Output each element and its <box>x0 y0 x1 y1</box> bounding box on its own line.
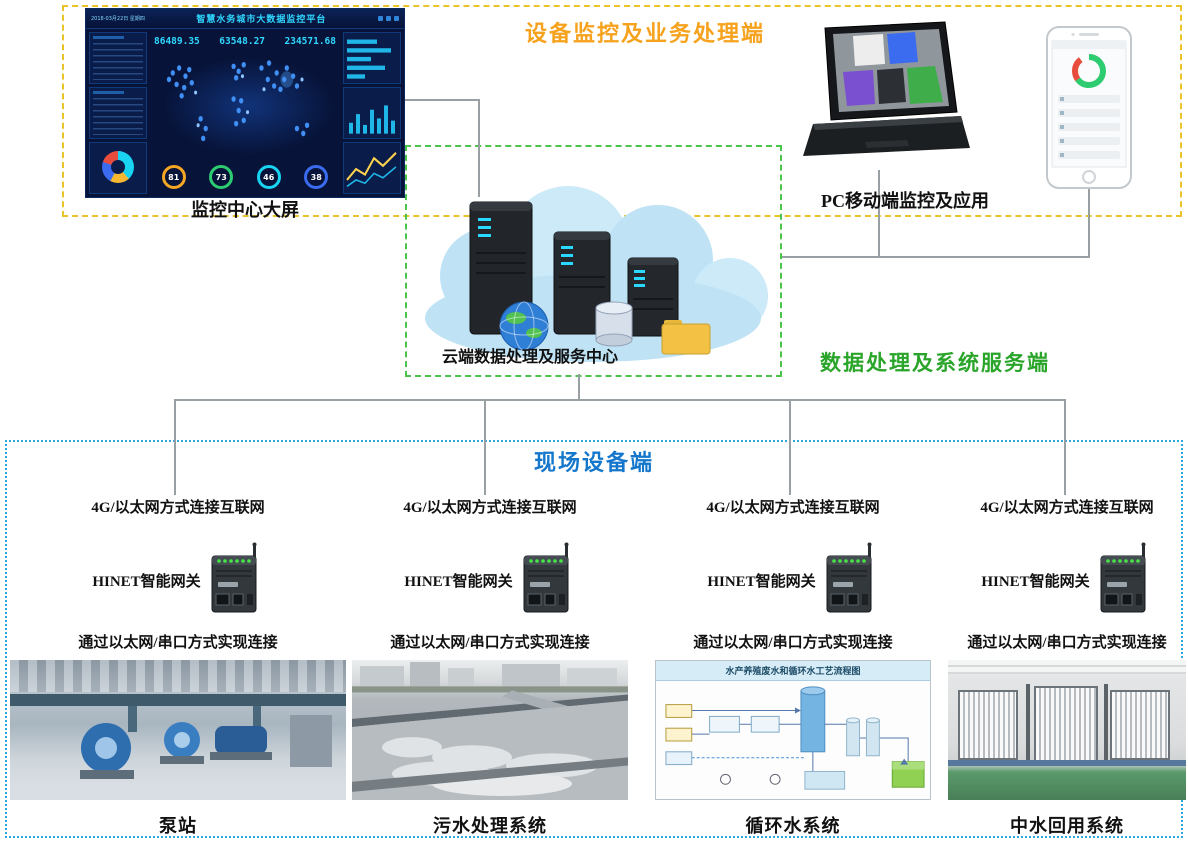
field-column-reuse: 4G/以太网方式连接互联网 HINET智能网关 通过以太网/串口方式实现连接 <box>948 492 1186 838</box>
downlink-connection-label: 通过以太网/串口方式实现连接 <box>78 635 278 651</box>
field-column-sewage: 4G/以太网方式连接互联网 HINET智能网关 通过以太网/串口方式实现连接 <box>352 492 628 838</box>
cloud-server-cluster <box>408 156 778 368</box>
gauge-circle: 38 <box>304 165 329 189</box>
process-diagram-canvas <box>656 681 930 799</box>
dashboard-title: 智慧水务城市大数据监控平台 <box>196 15 327 25</box>
monitoring-zone-title: 设备监控及业务处理端 <box>524 21 765 46</box>
dashboard-right-panels <box>343 32 401 194</box>
gauge-value: 73 <box>215 172 227 182</box>
kpi-value: 86489.35 <box>154 35 200 47</box>
membrane-rack <box>1034 686 1098 764</box>
downlink-connection-label: 通过以太网/串口方式实现连接 <box>693 635 893 651</box>
downlink-connection-label: 通过以太网/串口方式实现连接 <box>390 635 590 651</box>
membrane-rack <box>1110 690 1170 760</box>
line-chart-panel <box>343 142 401 194</box>
dashboard-left-panels <box>89 32 147 194</box>
connector-line <box>1064 399 1066 495</box>
gauge-circle: 46 <box>256 165 281 189</box>
cloud-zone-side-title: 数据处理及系统服务端 <box>820 351 1050 375</box>
gateway-row: HINET智能网关 <box>981 542 1152 619</box>
pump-station-photo <box>10 660 346 800</box>
monitoring-zone-border <box>62 5 1182 217</box>
uplink-connection-label: 4G/以太网方式连接互联网 <box>403 500 577 516</box>
donut-chart <box>102 151 134 183</box>
gauge-circle: 81 <box>161 165 186 189</box>
connector-bus <box>174 399 1066 401</box>
dashboard-center: 86489.35 63548.27 234571.68 <box>150 32 340 194</box>
gateway-row: HINET智能网关 <box>92 542 263 619</box>
gateway-label: HINET智能网关 <box>981 574 1090 590</box>
gauge-value: 38 <box>310 172 322 182</box>
system-name: 中水回用系统 <box>1010 816 1124 836</box>
dashboard-header-icons <box>377 16 399 21</box>
stats-panel <box>89 87 147 139</box>
gauge-circle: 73 <box>209 165 234 189</box>
connector-line <box>478 99 480 197</box>
field-zone-title: 现场设备端 <box>533 450 654 475</box>
field-zone-border <box>5 440 1183 838</box>
connector-line <box>405 99 480 101</box>
donut-chart-panel <box>89 142 147 194</box>
vbar-chart-panel <box>343 87 401 139</box>
uplink-connection-label: 4G/以太网方式连接互联网 <box>706 500 880 516</box>
ceiling <box>948 660 1186 674</box>
dashboard-body: 86489.35 63548.27 234571.68 <box>86 29 404 197</box>
uplink-connection-label: 4G/以太网方式连接互联网 <box>91 500 265 516</box>
dashboard-date: 2018-03月22日 星期四 <box>91 16 145 22</box>
hinet-gateway-device <box>518 542 576 619</box>
sewage-treatment-photo <box>352 660 628 800</box>
field-column-circulating: 4G/以太网方式连接互联网 HINET智能网关 通过以太网/串口方式实现连接 <box>655 492 931 838</box>
database-icon <box>595 301 633 347</box>
gateway-row: HINET智能网关 <box>707 542 878 619</box>
kpi-value: 234571.68 <box>284 35 336 47</box>
system-name: 污水处理系统 <box>433 816 547 836</box>
gateway-row: HINET智能网关 <box>404 542 575 619</box>
water-reuse-photo <box>948 660 1186 800</box>
connector-line <box>1088 184 1090 258</box>
frame-post <box>1104 684 1108 766</box>
connector-line <box>578 374 580 401</box>
hinet-gateway-device <box>206 542 264 619</box>
ceiling-beams <box>10 660 346 692</box>
hbar-chart-panel <box>343 32 401 84</box>
hinet-gateway-device <box>1095 542 1153 619</box>
gateway-label: HINET智能网关 <box>707 574 816 590</box>
gateway-label: HINET智能网关 <box>92 574 201 590</box>
world-map-dots <box>150 50 340 158</box>
system-name: 循环水系统 <box>745 816 841 836</box>
dashboard-header: 2018-03月22日 星期四 智慧水务城市大数据监控平台 <box>86 9 404 29</box>
system-name: 泵站 <box>159 816 197 836</box>
frame-post <box>1026 684 1030 766</box>
laptop-illustration <box>795 20 970 175</box>
field-column-pump-station: 4G/以太网方式连接互联网 HINET智能网关 通过以太网/串口方式实现连接 <box>10 492 346 838</box>
kpi-row: 86489.35 63548.27 234571.68 <box>150 32 340 48</box>
stats-panel <box>89 32 147 84</box>
monitoring-dashboard: 2018-03月22日 星期四 智慧水务城市大数据监控平台 86489.35 6… <box>85 8 405 198</box>
uplink-connection-label: 4G/以太网方式连接互联网 <box>980 500 1154 516</box>
process-diagram-title: 水产养殖废水和循环水工艺流程图 <box>656 661 930 681</box>
downlink-connection-label: 通过以太网/串口方式实现连接 <box>967 635 1167 651</box>
gauge-row: 81 73 46 38 <box>150 160 340 194</box>
connector-line <box>484 399 486 495</box>
gauge-value: 81 <box>168 172 180 182</box>
connector-line <box>174 399 176 495</box>
cloud-caption: 云端数据处理及服务中心 <box>441 349 618 366</box>
membrane-rack <box>958 690 1018 760</box>
globe-icon <box>499 301 549 351</box>
connector-line <box>782 256 1090 258</box>
smartphone-illustration <box>1045 25 1133 190</box>
cloud-zone-border <box>405 145 782 377</box>
kpi-value: 63548.27 <box>219 35 266 47</box>
dashboard-caption: 监控中心大屏 <box>191 200 299 220</box>
circulating-water-diagram: 水产养殖废水和循环水工艺流程图 <box>655 660 931 800</box>
gauge-value: 46 <box>263 172 275 182</box>
folder-icon <box>661 320 711 355</box>
pipe <box>948 760 1186 766</box>
pc-mobile-caption: PC移动端监控及应用 <box>821 191 989 211</box>
connector-line <box>789 399 791 495</box>
connector-line <box>878 170 880 258</box>
gateway-label: HINET智能网关 <box>404 574 513 590</box>
hinet-gateway-device <box>821 542 879 619</box>
